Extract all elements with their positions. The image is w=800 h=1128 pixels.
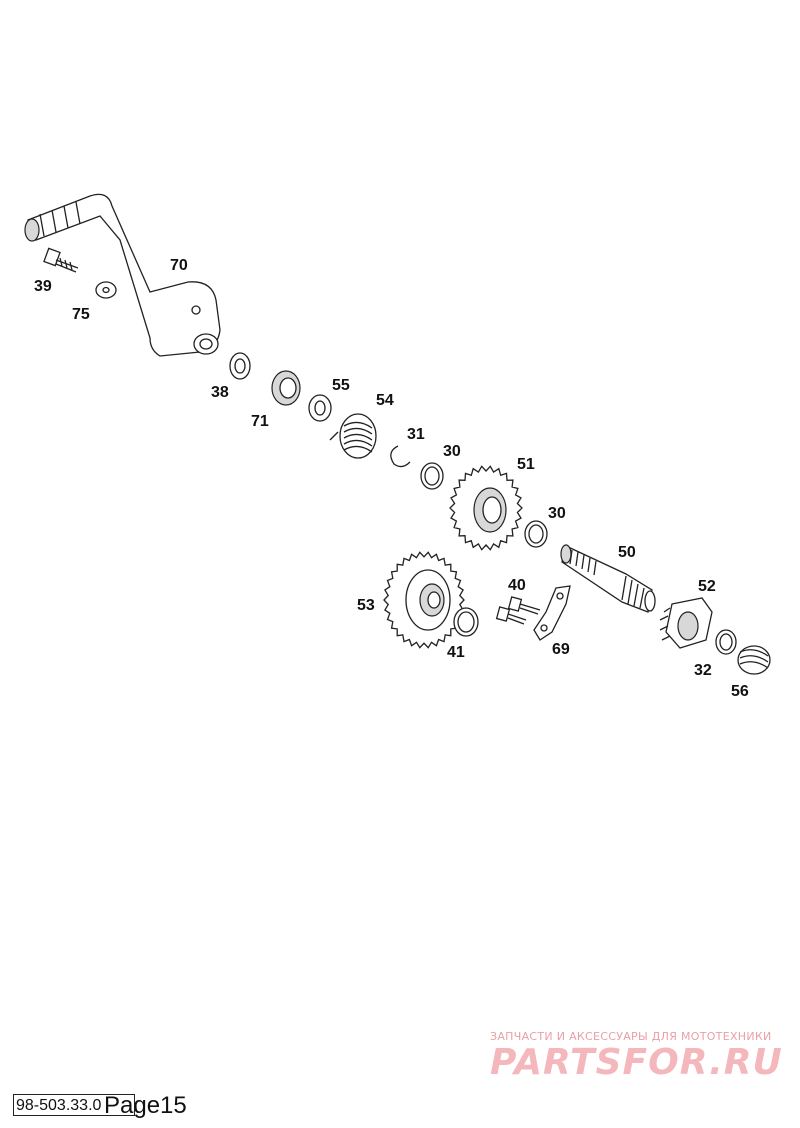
part-label-54: 54 xyxy=(376,392,394,409)
ring-part-38 xyxy=(229,352,251,380)
part-label-30-upper: 30 xyxy=(443,443,461,460)
part-label-30-lower: 30 xyxy=(548,505,566,522)
part-label-38: 38 xyxy=(211,384,229,401)
page-label: Page15 xyxy=(104,1092,187,1119)
part-label-51: 51 xyxy=(517,456,535,473)
screws-part-40 xyxy=(495,596,541,625)
part-label-50: 50 xyxy=(618,544,636,561)
washer-part-32 xyxy=(715,629,737,655)
washer-part-30-lower xyxy=(524,520,548,548)
watermark-tagline: ЗАПЧАСТИ И АКСЕССУАРЫ ДЛЯ МОТОТЕХНИКИ xyxy=(490,1030,772,1043)
part-label-41: 41 xyxy=(447,644,465,661)
circlip-part-31 xyxy=(390,445,411,468)
kick-lever-part-70 xyxy=(24,193,221,357)
bushing-part-55 xyxy=(308,394,332,422)
guide-plate-part-69 xyxy=(533,585,571,641)
washer-part-75 xyxy=(95,281,117,299)
watermark-brand-logo: PARTSFOR.RU xyxy=(490,1042,783,1083)
seal-part-71 xyxy=(271,370,301,406)
shaft-part-50 xyxy=(560,544,656,613)
part-label-39: 39 xyxy=(34,278,52,295)
part-label-32: 32 xyxy=(694,662,712,679)
part-label-56: 56 xyxy=(731,683,749,700)
spring-part-56 xyxy=(737,645,771,675)
part-label-75: 75 xyxy=(72,306,90,323)
part-label-52: 52 xyxy=(698,578,716,595)
ratchet-part-52 xyxy=(659,597,713,649)
washer-part-41 xyxy=(453,607,479,637)
part-label-71: 71 xyxy=(251,413,269,430)
part-label-31: 31 xyxy=(407,426,425,443)
spring-part-54 xyxy=(329,413,377,459)
gear-part-51 xyxy=(449,465,523,551)
bolt-part-39 xyxy=(43,247,79,273)
part-label-53: 53 xyxy=(357,597,375,614)
part-label-55: 55 xyxy=(332,377,350,394)
washer-part-30-upper xyxy=(420,462,444,490)
document-number: 98-503.33.0 xyxy=(13,1094,135,1116)
part-label-40: 40 xyxy=(508,577,526,594)
part-label-70: 70 xyxy=(170,257,188,274)
gear-part-53 xyxy=(383,551,465,649)
part-label-69: 69 xyxy=(552,641,570,658)
